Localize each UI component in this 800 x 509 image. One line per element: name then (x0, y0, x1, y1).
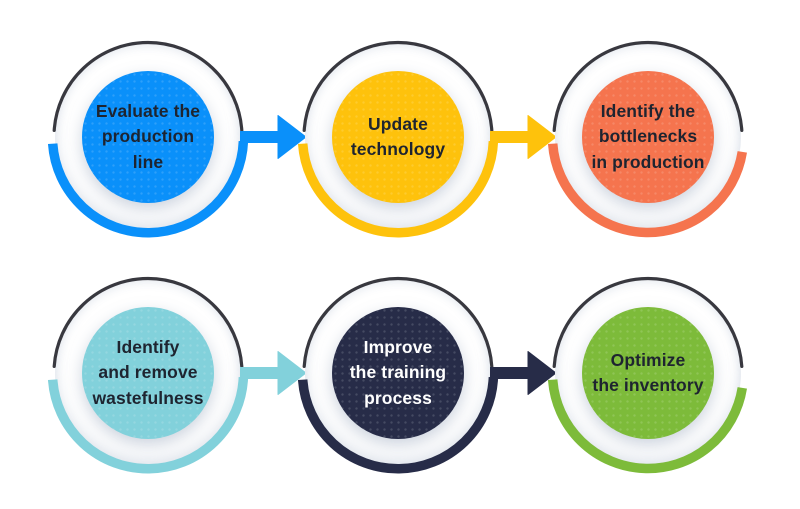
step-label: Identify the bottlenecks in production (591, 100, 705, 172)
step-label: Identify and remove wastefulness (92, 336, 204, 408)
step-circle: Improve the training process (332, 307, 464, 439)
flow-arrow-right-icon (490, 115, 556, 159)
step-label: Evaluate the production line (95, 100, 201, 172)
step-label: Update technology (350, 113, 446, 159)
flow-arrow-right-icon (240, 115, 306, 159)
process-step-5: Improve the training process (293, 268, 503, 478)
step-label: Optimize the inventory (592, 349, 704, 395)
process-step-2: Update technology (293, 32, 503, 242)
step-label: Improve the training process (349, 336, 447, 408)
process-step-6: Optimize the inventory (543, 268, 753, 478)
process-step-4: Identify and remove wastefulness (43, 268, 253, 478)
step-circle: Identify and remove wastefulness (82, 307, 214, 439)
step-circle: Optimize the inventory (582, 307, 714, 439)
process-step-1: Evaluate the production line (43, 32, 253, 242)
process-step-3: Identify the bottlenecks in production (543, 32, 753, 242)
step-circle: Identify the bottlenecks in production (582, 71, 714, 203)
flow-arrow-right-icon (240, 351, 306, 395)
step-circle: Evaluate the production line (82, 71, 214, 203)
step-circle: Update technology (332, 71, 464, 203)
flow-arrow-right-icon (490, 351, 556, 395)
